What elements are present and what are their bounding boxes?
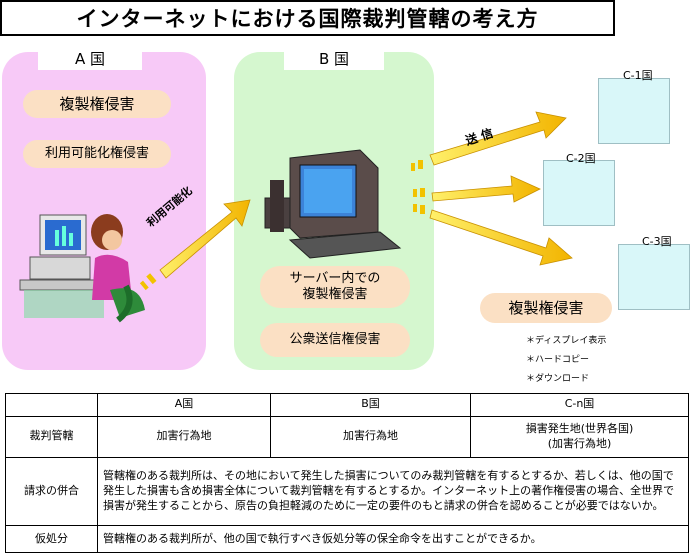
table-header-empty — [5, 393, 98, 417]
country-c2-label: C-2国 — [566, 152, 596, 165]
country-c3-box — [618, 244, 690, 310]
cell-cn-jurisdiction: 損害発生地(世界各国) (加害行為地) — [470, 415, 689, 459]
server-computer-icon — [264, 149, 402, 259]
user-computer-icon — [19, 214, 145, 323]
country-c1-box — [598, 78, 670, 144]
table-header-b: B国 — [270, 393, 471, 417]
table-row: 仮処分 管轄権のある裁判所が、他の国で執行すべき仮処分等の保全命令を出すことがで… — [5, 525, 689, 553]
note-display: ＊ディスプレイ表示 — [526, 336, 607, 346]
note-download: ＊ダウンロード — [526, 374, 590, 384]
availability-arrow — [139, 199, 251, 291]
row-label-provisional: 仮処分 — [5, 525, 98, 553]
cell-a-jurisdiction: 加害行為地 — [97, 415, 271, 459]
country-b-label: B 国 — [284, 48, 384, 70]
jurisdiction-table: A国 B国 C-n国 裁判管轄 加害行為地 加害行為地 損害発生地(世界各国) … — [5, 393, 689, 553]
country-c1-label: C-1国 — [623, 69, 653, 82]
row-label-joinder: 請求の併合 — [5, 456, 98, 527]
cell-b-jurisdiction: 加害行為地 — [270, 415, 471, 459]
b-transmission-infringement: 公衆送信権侵害 — [260, 323, 410, 357]
row-label-jurisdiction: 裁判管轄 — [5, 415, 98, 459]
country-c2-box — [543, 160, 615, 226]
a-availability-infringement: 利用可能化権侵害 — [23, 140, 171, 168]
page-title: インターネットにおける国際裁判管轄の考え方 — [0, 0, 615, 36]
transmission-arrows — [411, 111, 573, 266]
country-c3-label: C-3国 — [642, 235, 672, 248]
table-row: 請求の併合 管轄権のある裁判所は、その地において発生した損害についてのみ裁判管轄… — [5, 456, 689, 527]
note-hardcopy: ＊ハードコピー — [526, 355, 590, 365]
table-header-a: A国 — [97, 393, 271, 417]
table-header-cn: C-n国 — [470, 393, 689, 417]
cell-joinder-text: 管轄権のある裁判所は、その地において発生した損害についてのみ裁判管轄を有するとす… — [97, 456, 689, 527]
a-reproduction-infringement: 複製権侵害 — [23, 90, 171, 118]
cell-provisional-text: 管轄権のある裁判所が、他の国で執行すべき仮処分等の保全命令を出すことができるか。 — [97, 525, 689, 553]
table-header-row: A国 B国 C-n国 — [5, 393, 689, 417]
country-a-label: A 国 — [38, 48, 142, 70]
table-row: 裁判管轄 加害行為地 加害行為地 損害発生地(世界各国) (加害行為地) — [5, 415, 689, 459]
c-reproduction-infringement: 複製権侵害 — [480, 293, 612, 323]
b-server-reproduction-infringement: サーバー内での 複製権侵害 — [260, 266, 410, 308]
